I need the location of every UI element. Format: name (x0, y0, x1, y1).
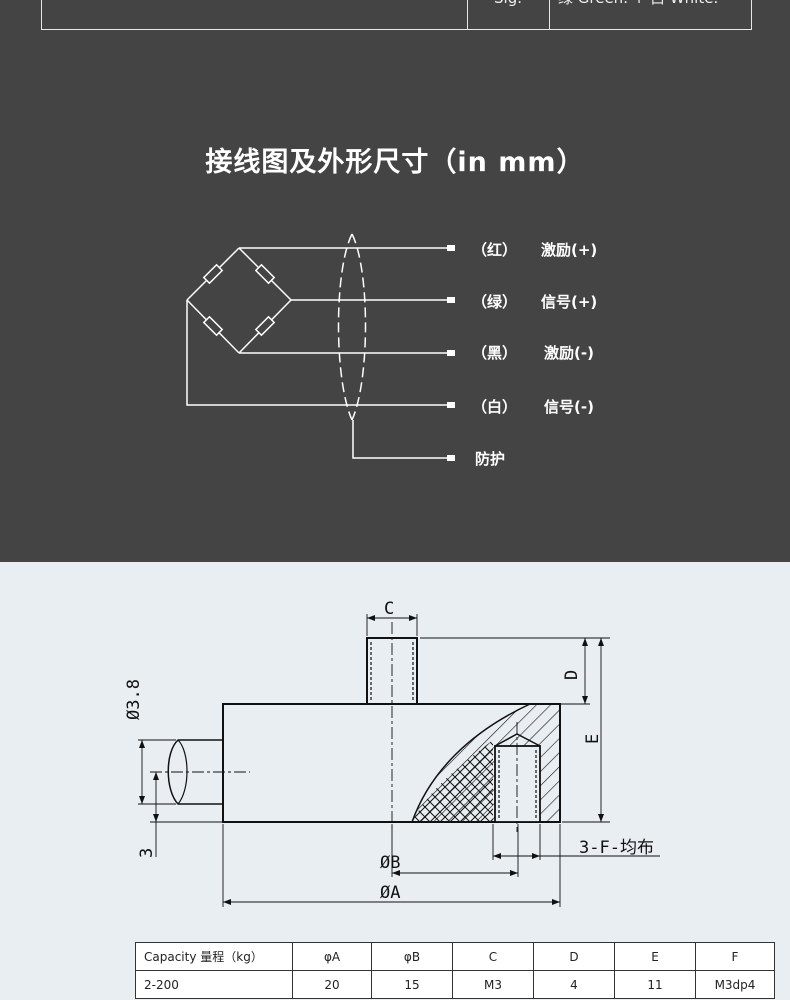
table-cell: 20 (292, 970, 372, 999)
dim-label-phia: ØA (380, 883, 400, 903)
wire-white-color: （白） (472, 398, 518, 416)
table-cell: C (452, 942, 534, 971)
table-cell: D (533, 942, 615, 971)
top-table-cell-colors: 绿 Green. + 白 White. (550, 0, 760, 29)
terminal-icon (447, 297, 455, 303)
dim-label-three: 3 (137, 848, 157, 858)
wire-black-function: 激励(-) (544, 344, 594, 362)
cable-stub (167, 739, 223, 805)
dim-label-thread: 3-F-均布 (579, 838, 654, 858)
table-cell: 11 (614, 970, 696, 999)
dim-label-phib: ØB (380, 853, 400, 873)
wire-red-function: 激励(+) (541, 241, 598, 259)
resistor-icon (202, 263, 224, 285)
section-crosshatch (412, 740, 493, 822)
top-spec-table-fragment: Sig. 绿 Green. + 白 White. (41, 0, 752, 30)
dim-label-dia38: Ø3.8 (124, 679, 144, 720)
table-cell: 2-200 (135, 970, 293, 999)
wire-red-color: （红） (472, 241, 518, 259)
table-cell: E (614, 942, 696, 971)
table-cell: 15 (371, 970, 453, 999)
cable-sheath-left (337, 233, 353, 421)
wire-black-color: （黑） (472, 344, 518, 362)
top-table-cell-sig: Sig. (467, 0, 550, 29)
dim-label-c: C (384, 599, 394, 619)
terminal-icon (447, 350, 455, 356)
resistor-icon (254, 315, 276, 337)
table-cell: M3 (452, 970, 534, 999)
wiring-section: Sig. 绿 Green. + 白 White. 接线图及外形尺寸（in mm） (41, 0, 752, 468)
table-cell: 4 (533, 970, 615, 999)
wire-green-color: （绿） (472, 293, 518, 311)
wire-white-function: 信号(-) (544, 398, 594, 416)
wire-shield-function: 防护 (475, 450, 506, 468)
table-cell: F (695, 942, 775, 971)
wire-shield (352, 420, 450, 459)
terminal-icon (447, 402, 455, 408)
dimension-section: C D E Ø3.8 3 3-F-均布 ØB ØA Capacity 量程（kg… (0, 562, 790, 1000)
resistor-icon (254, 263, 276, 285)
dimension-drawing: C D E Ø3.8 3 3-F-均布 ØB ØA (124, 599, 660, 907)
section-curve (411, 703, 531, 823)
bottom-hole (494, 745, 541, 823)
wire-green-function: 信号(+) (541, 293, 598, 311)
wiring-diagram (186, 233, 455, 461)
terminal-icon (447, 245, 455, 251)
dim-label-e: E (583, 734, 603, 744)
resistor-icon (202, 315, 224, 337)
table-cell: φB (371, 942, 453, 971)
section-title: 接线图及外形尺寸（in mm） (205, 147, 585, 178)
top-table-cell-empty (42, 0, 468, 29)
table-cell: M3dp4 (695, 970, 775, 999)
terminal-icon (447, 455, 455, 461)
table-cell: φA (292, 942, 372, 971)
table-cell: Capacity 量程（kg） (135, 942, 293, 971)
cable-end (177, 739, 188, 805)
wire-white (186, 300, 450, 406)
cable-sheath-right (351, 233, 367, 421)
dim-label-d: D (562, 670, 582, 680)
